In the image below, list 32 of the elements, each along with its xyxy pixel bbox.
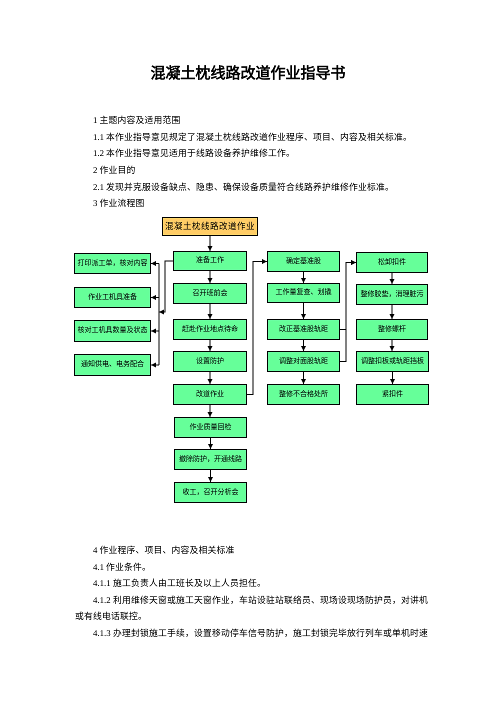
arrow [390, 304, 394, 320]
section-heading: 4 作业程序、项目、内容及相关标准 [93, 544, 235, 556]
arrow [208, 404, 212, 418]
arrow [301, 372, 306, 384]
title: 混凝土枕线路改道作业指导书 [150, 64, 346, 82]
section-heading: 2 作业目的 [93, 164, 136, 176]
paragraph: 1.1 本作业指导意见规定了混凝土枕线路改道作业程序、项目、内容及相关标准。 [93, 131, 412, 143]
arrow [208, 372, 212, 384]
paragraph: 1.2 本作业指导意见适用于线路设备养护维修工作。 [93, 147, 296, 159]
paragraph: 4.1.1 施工负责人由工班长及以上人员担任。 [93, 577, 266, 589]
section-heading: 3 作业流程图 [93, 197, 145, 209]
arrow [301, 272, 306, 284]
arrow [208, 304, 212, 320]
paragraph: 4.1 作业条件。 [93, 561, 152, 573]
arrow [301, 340, 306, 352]
paragraph: 4.1.3 办理封锁施工手续，设置移动停车信号防护，施工封锁完毕放行列车或单机时速 [93, 627, 428, 639]
arrow [150, 260, 174, 368]
paragraph: 2.1 发现并克服设备缺点、隐患、确保设备质量符合线路养护维修作业标准。 [93, 181, 394, 193]
arrow [246, 259, 268, 395]
start-box: 混凝土枕线路改道作业 [162, 217, 258, 236]
section-heading: 1 主题内容及适用范围 [93, 114, 181, 126]
arrow [208, 470, 213, 482]
arrow [301, 302, 306, 320]
arrow [390, 272, 394, 284]
paragraph: 4.1.2 利用维修天窗或施工天窗作业，车站设驻站联络员、现场设现场防护员，对讲机或有线电话联控。 [75, 594, 429, 623]
arrow [390, 372, 395, 384]
arrow [208, 340, 212, 352]
arrow [340, 260, 356, 362]
arrow [208, 236, 212, 252]
arrow [208, 438, 213, 450]
arrow [208, 270, 212, 284]
arrow [390, 340, 394, 352]
